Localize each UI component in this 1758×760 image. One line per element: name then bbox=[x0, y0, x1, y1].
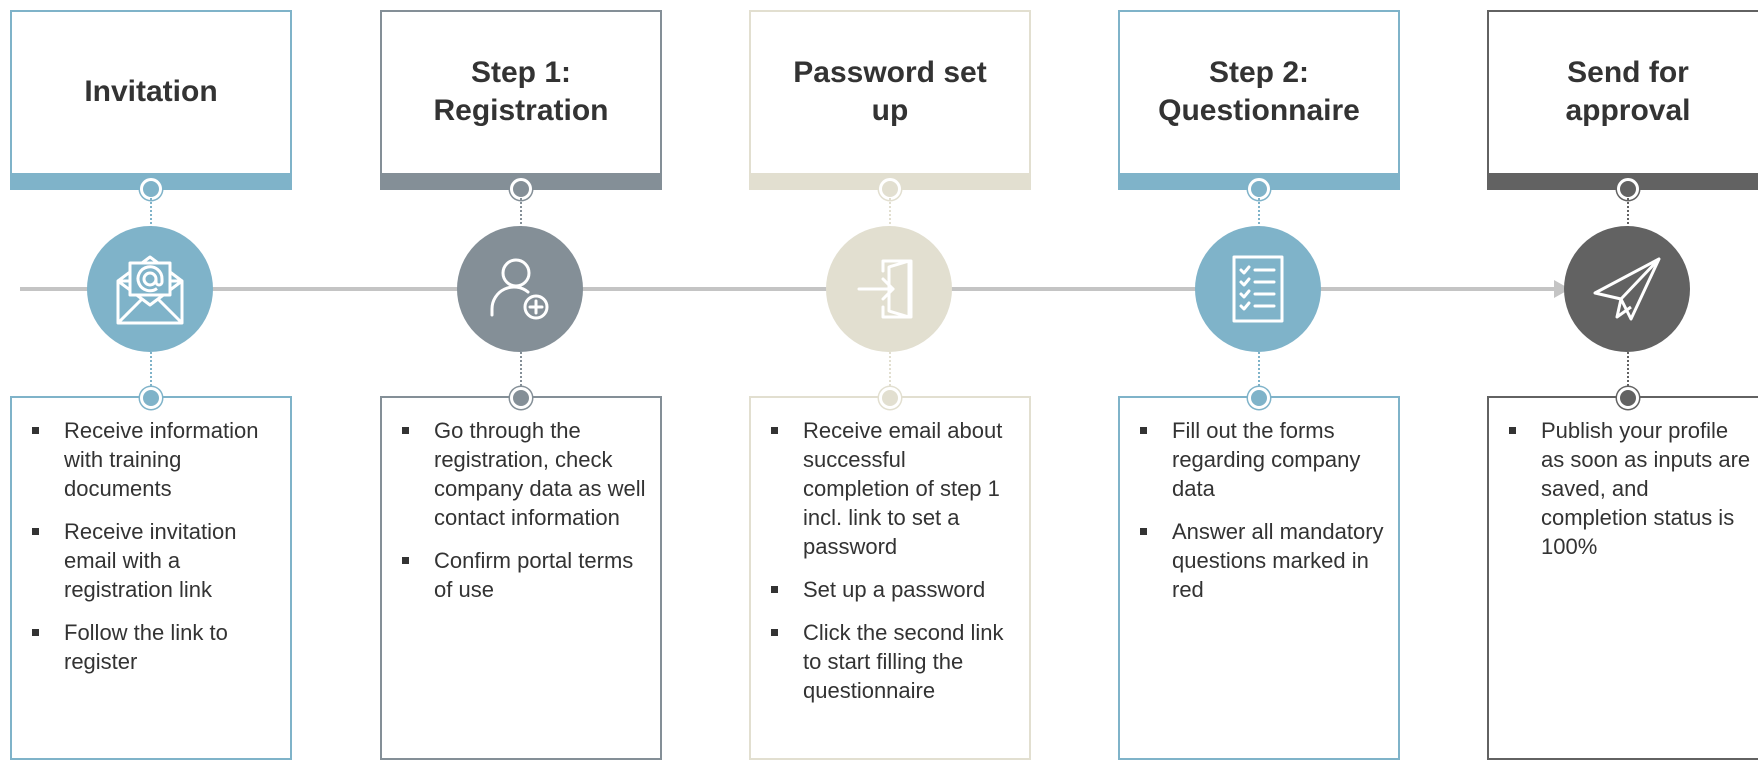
envelope-at-icon bbox=[116, 255, 184, 325]
list-item: Receive information with training docume… bbox=[30, 416, 278, 503]
list-item: Receive email about successful completio… bbox=[769, 416, 1017, 561]
list-item: Confirm portal terms of use bbox=[400, 546, 648, 604]
list-item: Publish your profile as soon as inputs a… bbox=[1507, 416, 1755, 561]
step-description-box: Fill out the forms regarding company dat… bbox=[1118, 396, 1400, 760]
step-description-box: Go through the registration, check compa… bbox=[380, 396, 662, 760]
connector-dot bbox=[1617, 387, 1639, 409]
sign-in-door-icon bbox=[857, 259, 913, 319]
dotted-connector bbox=[520, 352, 522, 386]
list-item: Answer all mandatory questions marked in… bbox=[1138, 517, 1386, 604]
step-title-box bbox=[380, 10, 662, 190]
step-password-setup: Password set up Receive email about succ… bbox=[749, 0, 1031, 760]
dotted-connector bbox=[150, 198, 152, 228]
step-title-box bbox=[749, 10, 1031, 190]
step-title-box bbox=[1118, 10, 1400, 190]
connector-dot bbox=[1617, 178, 1639, 200]
step-description-list: Receive information with training docume… bbox=[12, 398, 290, 676]
step-icon-circle bbox=[87, 226, 213, 352]
step-title: Send for approval bbox=[1565, 55, 1691, 127]
step-registration: Step 1: Registration Go through the regi… bbox=[380, 0, 662, 760]
step-questionnaire: Step 2: Questionnaire Fill out the forms… bbox=[1118, 0, 1400, 760]
dotted-connector bbox=[1627, 352, 1629, 386]
step-title: Invitation bbox=[84, 74, 218, 108]
dotted-connector bbox=[889, 352, 891, 386]
step-description-box: Publish your profile as soon as inputs a… bbox=[1487, 396, 1758, 760]
connector-dot bbox=[879, 387, 901, 409]
user-add-icon bbox=[490, 258, 549, 320]
step-send-for-approval: Send for approval Publish your profile a… bbox=[1487, 0, 1758, 760]
step-invitation: Invitation Receive information with trai… bbox=[10, 0, 292, 760]
step-title-box bbox=[10, 10, 292, 190]
connector-dot bbox=[140, 178, 162, 200]
step-description-list: Fill out the forms regarding company dat… bbox=[1120, 398, 1398, 604]
dotted-connector bbox=[520, 198, 522, 228]
step-title: Password set up bbox=[793, 55, 987, 127]
timeline-line bbox=[20, 287, 1558, 291]
checklist-icon bbox=[1232, 255, 1284, 323]
connector-dot bbox=[140, 387, 162, 409]
list-item: Receive invitation email with a registra… bbox=[30, 517, 278, 604]
connector-dot bbox=[510, 387, 532, 409]
list-item: Fill out the forms regarding company dat… bbox=[1138, 416, 1386, 503]
step-icon-circle bbox=[1564, 226, 1690, 352]
dotted-connector bbox=[1258, 198, 1260, 228]
step-description-list: Receive email about successful completio… bbox=[751, 398, 1029, 705]
step-icon-circle bbox=[1195, 226, 1321, 352]
connector-dot bbox=[1248, 178, 1270, 200]
paper-plane-icon bbox=[1593, 257, 1661, 321]
connector-dot bbox=[510, 178, 532, 200]
dotted-connector bbox=[889, 198, 891, 228]
step-description-box: Receive information with training docume… bbox=[10, 396, 292, 760]
connector-dot bbox=[1248, 387, 1270, 409]
dotted-connector bbox=[1627, 198, 1629, 228]
dotted-connector bbox=[150, 352, 152, 386]
step-description-list: Publish your profile as soon as inputs a… bbox=[1489, 398, 1758, 561]
step-title-box bbox=[1487, 10, 1758, 190]
step-icon-circle bbox=[457, 226, 583, 352]
list-item: Set up a password bbox=[769, 575, 1017, 604]
connector-dot bbox=[879, 178, 901, 200]
step-title: Step 1: Registration bbox=[433, 55, 609, 127]
step-icon-circle bbox=[826, 226, 952, 352]
list-item: Go through the registration, check compa… bbox=[400, 416, 648, 532]
dotted-connector bbox=[1258, 352, 1260, 386]
step-description-list: Go through the registration, check compa… bbox=[382, 398, 660, 604]
list-item: Click the second link to start filling t… bbox=[769, 618, 1017, 705]
list-item: Follow the link to register bbox=[30, 618, 278, 676]
step-description-box: Receive email about successful completio… bbox=[749, 396, 1031, 760]
step-title: Step 2: Questionnaire bbox=[1158, 55, 1360, 127]
